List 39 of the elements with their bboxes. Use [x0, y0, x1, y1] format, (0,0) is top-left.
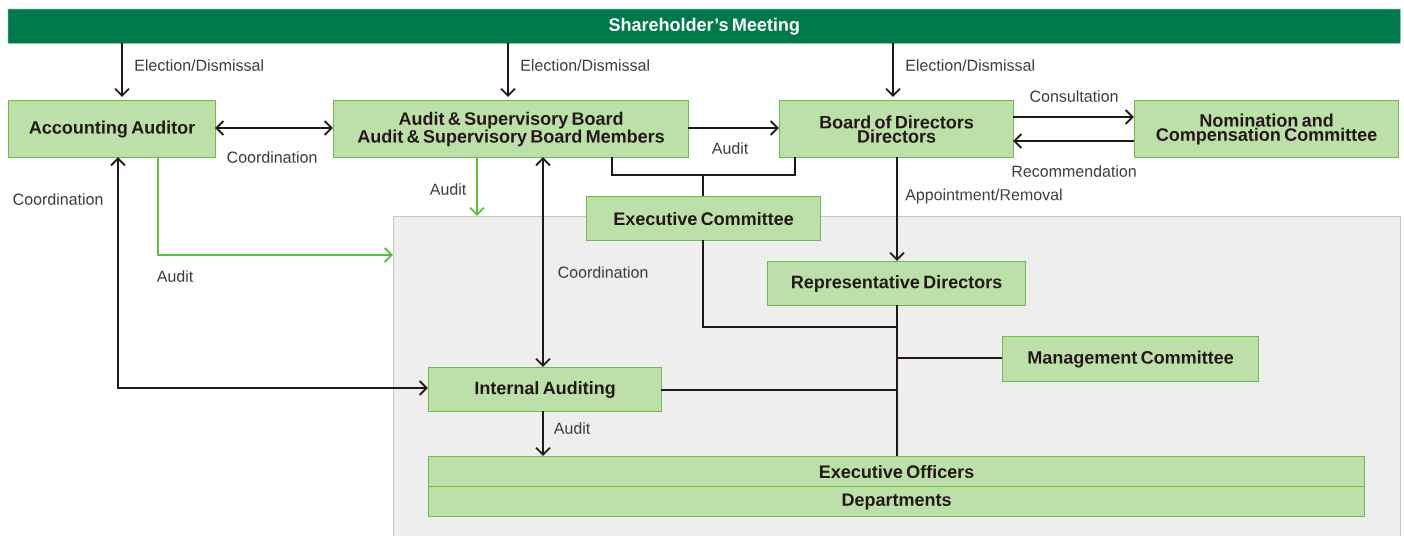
edge-label: Election/Dismissal [521, 59, 649, 71]
connector-line [660, 389, 898, 457]
arrow [469, 156, 485, 216]
process-box: Executive Committee [586, 196, 821, 241]
arrow [535, 410, 551, 456]
edge-label: Coordination [558, 266, 648, 278]
arrow [215, 120, 333, 136]
edge-label: Audit [429, 183, 467, 195]
process-box: Management Committee [1002, 336, 1259, 382]
header-band: Shareholder’s Meeting [8, 9, 1401, 44]
process-box: Internal Auditing [428, 367, 662, 412]
edge-label: Coordination [13, 193, 103, 205]
connector-line [702, 156, 796, 197]
arrow [1012, 109, 1134, 125]
process-box: Representative Directors [767, 261, 1026, 306]
process-box: Board of Directors Directors [779, 100, 1014, 158]
arrow [1013, 133, 1135, 149]
edge-label: Election/Dismissal [906, 59, 1034, 71]
edge-label: Recommendation [1012, 165, 1136, 177]
arrow [687, 120, 779, 136]
arrow [535, 157, 551, 367]
edge-label: Election/Dismissal [135, 59, 263, 71]
process-box: Audit & Supervisory Board Audit & Supervisory Board Members [333, 100, 689, 158]
edge-label: Audit [553, 422, 591, 434]
edge-label: Consultation [1030, 90, 1118, 102]
arrow [885, 42, 901, 97]
process-box: Departments [428, 486, 1365, 517]
edge-label: Appointment/Removal [905, 188, 1062, 204]
process-box: Accounting Auditor [8, 100, 216, 158]
process-box: Executive Officers [428, 456, 1365, 487]
arrow [157, 156, 393, 263]
arrow [889, 156, 905, 261]
edge-label: Audit [156, 270, 194, 282]
arrow [114, 42, 130, 97]
process-box: Nomination and Compensation Committee [1134, 100, 1399, 158]
arrow [110, 157, 428, 396]
edge-label: Audit [711, 142, 749, 154]
arrow [500, 42, 516, 97]
edge-label: Coordination [227, 151, 317, 163]
